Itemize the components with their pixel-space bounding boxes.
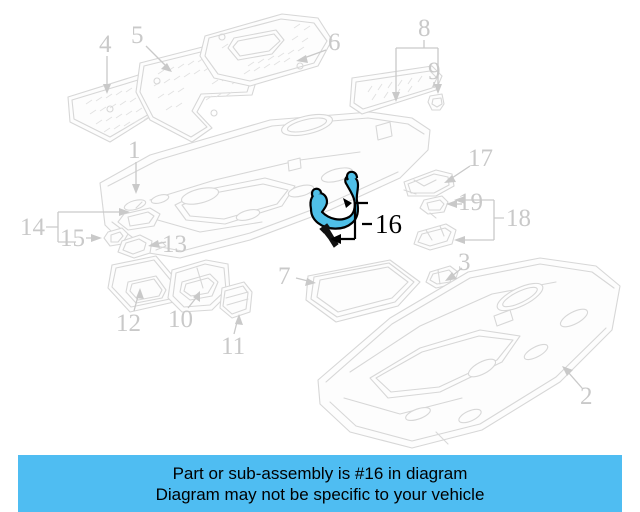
lamp-lens bbox=[219, 281, 253, 319]
clip-9 bbox=[427, 93, 445, 111]
callout-label-10: 10 bbox=[168, 306, 193, 333]
banner-line-2: Diagram may not be specific to your vehi… bbox=[155, 484, 485, 504]
pad-right bbox=[199, 13, 333, 87]
headliner-main bbox=[99, 111, 431, 259]
sun-visor bbox=[107, 255, 207, 313]
callout-label-7: 7 bbox=[278, 263, 291, 290]
grip-bracket-17 bbox=[403, 169, 455, 197]
callout-label-2: 2 bbox=[580, 383, 593, 410]
console-lamp-housing bbox=[167, 259, 231, 313]
banner-line-1: Part or sub-assembly is #16 in diagram bbox=[172, 463, 468, 483]
callout-label-5: 5 bbox=[131, 22, 144, 49]
callout-label-1: 1 bbox=[128, 137, 141, 164]
callout-label-14: 14 bbox=[20, 214, 46, 241]
callout-leaders bbox=[46, 40, 583, 389]
callout-label-15: 15 bbox=[60, 225, 85, 252]
assist-grip bbox=[309, 170, 360, 248]
callout-label-6: 6 bbox=[328, 29, 341, 56]
callout-numbers: 4 5 6 8 9 1 17 19 18 14 15 13 7 3 12 10 … bbox=[20, 15, 593, 410]
callout-label-8: 8 bbox=[418, 15, 431, 42]
callout-label-9: 9 bbox=[428, 58, 441, 85]
callout-label-11: 11 bbox=[221, 333, 245, 360]
grip-clip-19 bbox=[419, 195, 449, 219]
info-banner: Part or sub-assembly is #16 in diagram D… bbox=[18, 455, 622, 512]
headliner-rear bbox=[317, 257, 621, 449]
callout-label-3: 3 bbox=[458, 249, 471, 276]
callout-16-bracket: 16 bbox=[330, 198, 402, 244]
callout-label-16: 16 bbox=[375, 209, 402, 239]
callout-label-4: 4 bbox=[99, 31, 112, 58]
callout-label-19: 19 bbox=[458, 189, 483, 216]
callout-label-17: 17 bbox=[468, 145, 493, 172]
grip-bracket-18 bbox=[413, 223, 457, 251]
visor-holder bbox=[117, 201, 161, 231]
visor-bracket bbox=[117, 234, 167, 259]
sunroof-trim bbox=[305, 259, 421, 323]
callout-label-18: 18 bbox=[506, 205, 531, 232]
callout-label-13: 13 bbox=[162, 231, 187, 258]
callout-label-12: 12 bbox=[116, 310, 141, 337]
